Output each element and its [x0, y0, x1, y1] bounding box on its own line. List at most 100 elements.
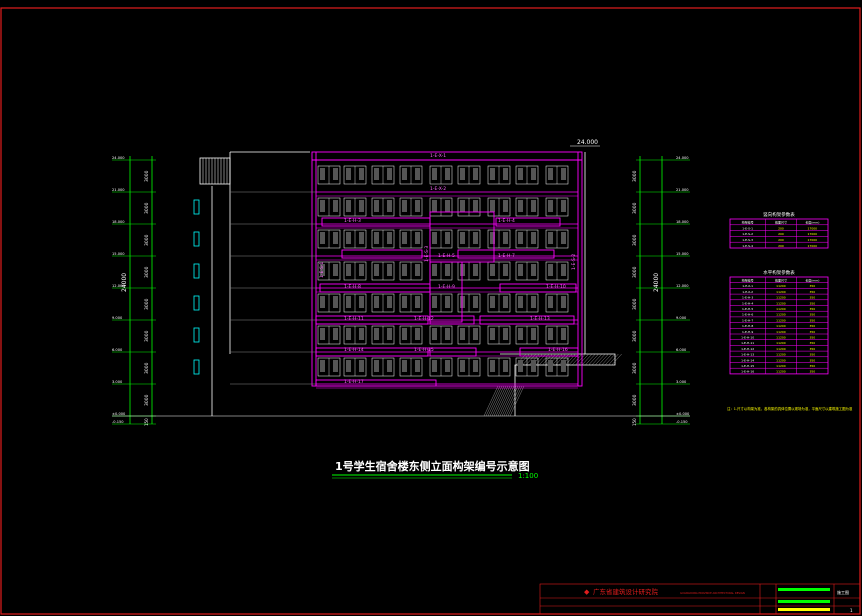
side-windows: [193, 199, 200, 375]
frame-box: [321, 217, 431, 227]
window-shade: [503, 168, 508, 180]
hatch-line: [598, 353, 609, 366]
table-cell: 350: [809, 290, 815, 294]
elevation-label: 9.000: [676, 316, 687, 320]
table-cell: 350: [809, 358, 815, 362]
left-level-lines: [112, 159, 690, 425]
table-cell: 1-E-H-5: [742, 307, 753, 311]
window-shade: [320, 328, 325, 340]
window-shade: [346, 360, 351, 372]
window-shade: [387, 360, 392, 372]
hatch-line: [578, 353, 589, 366]
table-cell: 200: [778, 244, 784, 248]
bottom-dim: 150: [144, 418, 149, 426]
floor-height-dim: 3000: [632, 266, 638, 278]
table-cell: 11200: [776, 313, 786, 317]
floor-bands: [230, 191, 578, 389]
top-dimension: 24.000: [570, 139, 600, 147]
window-shade: [346, 296, 351, 308]
frame-label: 1-E-H-12: [414, 316, 434, 322]
window-shade: [387, 200, 392, 212]
elevation-label: 21.000: [112, 188, 125, 192]
window-shade: [445, 168, 450, 180]
hatch-line: [608, 353, 619, 366]
window-shade: [445, 264, 450, 276]
table-cell: 350: [809, 296, 815, 300]
floor-height-dim: 3000: [144, 330, 150, 342]
window-shade: [374, 328, 379, 340]
table-cell: 350: [809, 318, 815, 322]
hatch-line: [601, 353, 612, 366]
frame-box: [341, 249, 423, 259]
table-cell: 1-E-H-13: [741, 353, 754, 357]
window-shade: [387, 296, 392, 308]
stair-railings: [202, 158, 228, 184]
window-shade: [561, 328, 566, 340]
window-shade: [460, 360, 465, 372]
window-shade: [503, 360, 508, 372]
window-shade: [333, 328, 338, 340]
floor-height-dim: 3000: [632, 234, 638, 246]
frame-label: 1-E-H-7: [498, 253, 515, 259]
window-shade: [473, 328, 478, 340]
hatch-line: [604, 353, 616, 366]
main-frame-grid: [311, 151, 583, 387]
table-cell: 11200: [776, 307, 786, 311]
elevation-label: 6.000: [676, 348, 687, 352]
window-shade: [387, 328, 392, 340]
window-shade: [402, 264, 407, 276]
window-shade: [346, 264, 351, 276]
bottom-dim: 150: [632, 418, 637, 426]
window-shade: [415, 296, 420, 308]
table-cell: 11200: [776, 324, 786, 328]
side-window: [193, 295, 200, 311]
window-shade: [445, 232, 450, 244]
window-shade: [518, 264, 523, 276]
table-cell: 1-E-H-16: [741, 370, 754, 374]
window-shade: [503, 232, 508, 244]
building-outline: [199, 151, 616, 416]
window-shade: [561, 168, 566, 180]
window-shade: [346, 232, 351, 244]
title-block: [539, 583, 861, 615]
side-window: [193, 327, 200, 343]
window-shade: [490, 328, 495, 340]
left-overall-height: 24000: [121, 273, 128, 292]
window-shade: [415, 232, 420, 244]
hatch-line: [495, 385, 511, 417]
hatch-line: [499, 385, 515, 417]
window-shade: [432, 296, 437, 308]
frame-label: 1-E-S-2: [571, 254, 577, 270]
window-shade: [387, 232, 392, 244]
hatch-line: [493, 385, 509, 417]
floor-height-dim: 3000: [632, 202, 638, 214]
elevation-label: 3.000: [112, 380, 123, 384]
hatch-line: [509, 385, 525, 417]
hatch-line: [588, 353, 599, 366]
window-shade: [320, 200, 325, 212]
window-shade: [359, 200, 364, 212]
frame-box: [429, 347, 477, 357]
window-shade: [359, 232, 364, 244]
table-cell: 17000: [808, 238, 818, 242]
table-cell: 11200: [776, 301, 786, 305]
table-frame: [729, 218, 829, 249]
window-shade: [359, 168, 364, 180]
frame-label: 1-E-H-8: [344, 284, 361, 290]
table-cell: 350: [809, 341, 815, 345]
hatch-line: [575, 353, 586, 366]
window-shade: [518, 168, 523, 180]
window-shade: [548, 200, 553, 212]
window-shade: [374, 200, 379, 212]
title-block-green-bar-2: [778, 600, 830, 603]
window-shade: [374, 360, 379, 372]
window-shade: [359, 328, 364, 340]
window-shade: [503, 200, 508, 212]
window-shade: [415, 200, 420, 212]
table-header: 构架编号: [742, 278, 754, 283]
window-shade: [490, 232, 495, 244]
side-window: [193, 199, 200, 215]
table-cell: 11200: [776, 358, 786, 362]
company-name: 广东省建筑设计研究院: [593, 587, 659, 596]
